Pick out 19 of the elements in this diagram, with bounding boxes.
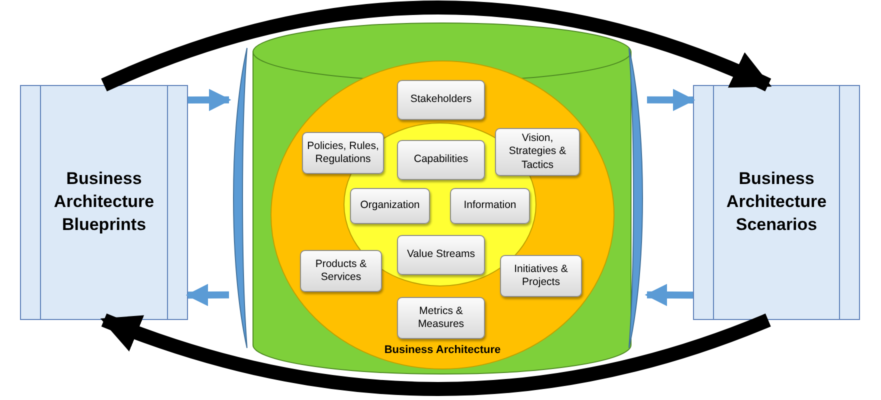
topic-box: Stakeholders bbox=[397, 80, 485, 120]
topic-box: Initiatives & Projects bbox=[500, 255, 582, 297]
block-arrow bbox=[644, 284, 694, 306]
side-panel: Business Architecture Scenarios bbox=[693, 85, 860, 320]
curved-arrow bbox=[100, 313, 771, 396]
block-arrow bbox=[188, 88, 232, 112]
block-arrow bbox=[186, 284, 230, 306]
block-arrow bbox=[646, 88, 696, 112]
topic-box: Products & Services bbox=[300, 250, 382, 292]
region-label: Business Architecture bbox=[383, 344, 502, 356]
topic-box: Value Streams bbox=[397, 235, 485, 275]
topic-box: Metrics & Measures bbox=[397, 297, 485, 339]
topic-box: Information bbox=[450, 188, 530, 224]
topic-box: Vision, Strategies & Tactics bbox=[495, 128, 580, 176]
topic-box: Capabilities bbox=[397, 140, 485, 180]
topic-box: Organization bbox=[350, 188, 430, 224]
topic-box: Policies, Rules, Regulations bbox=[302, 132, 384, 174]
side-panel: Business Architecture Blueprints bbox=[20, 85, 188, 320]
curved-arrow bbox=[101, 0, 772, 92]
